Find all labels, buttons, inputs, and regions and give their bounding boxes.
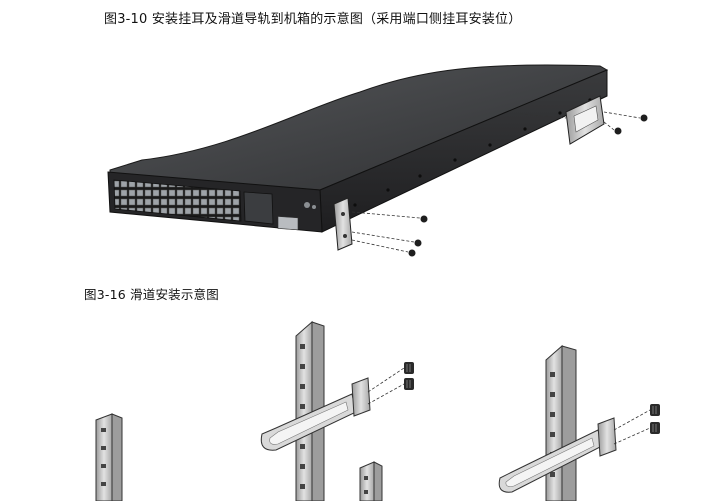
screws	[404, 362, 660, 434]
switch-chassis	[107, 64, 609, 233]
mounting-ear	[333, 197, 353, 251]
rack-post	[260, 320, 371, 501]
slide-rail	[565, 95, 605, 145]
rack-post	[498, 344, 617, 501]
figure-3-10-caption: 图3-10 安装挂耳及滑道导轨到机箱的示意图（采用端口侧挂耳安装位）	[104, 12, 522, 27]
rack-post	[95, 413, 123, 501]
figure-3-16-caption: 图3-16 滑道安装示意图	[84, 287, 219, 302]
screws	[408, 114, 648, 257]
alignment-lines	[351, 111, 641, 253]
alignment-lines	[367, 367, 651, 445]
rack-post	[359, 461, 383, 501]
